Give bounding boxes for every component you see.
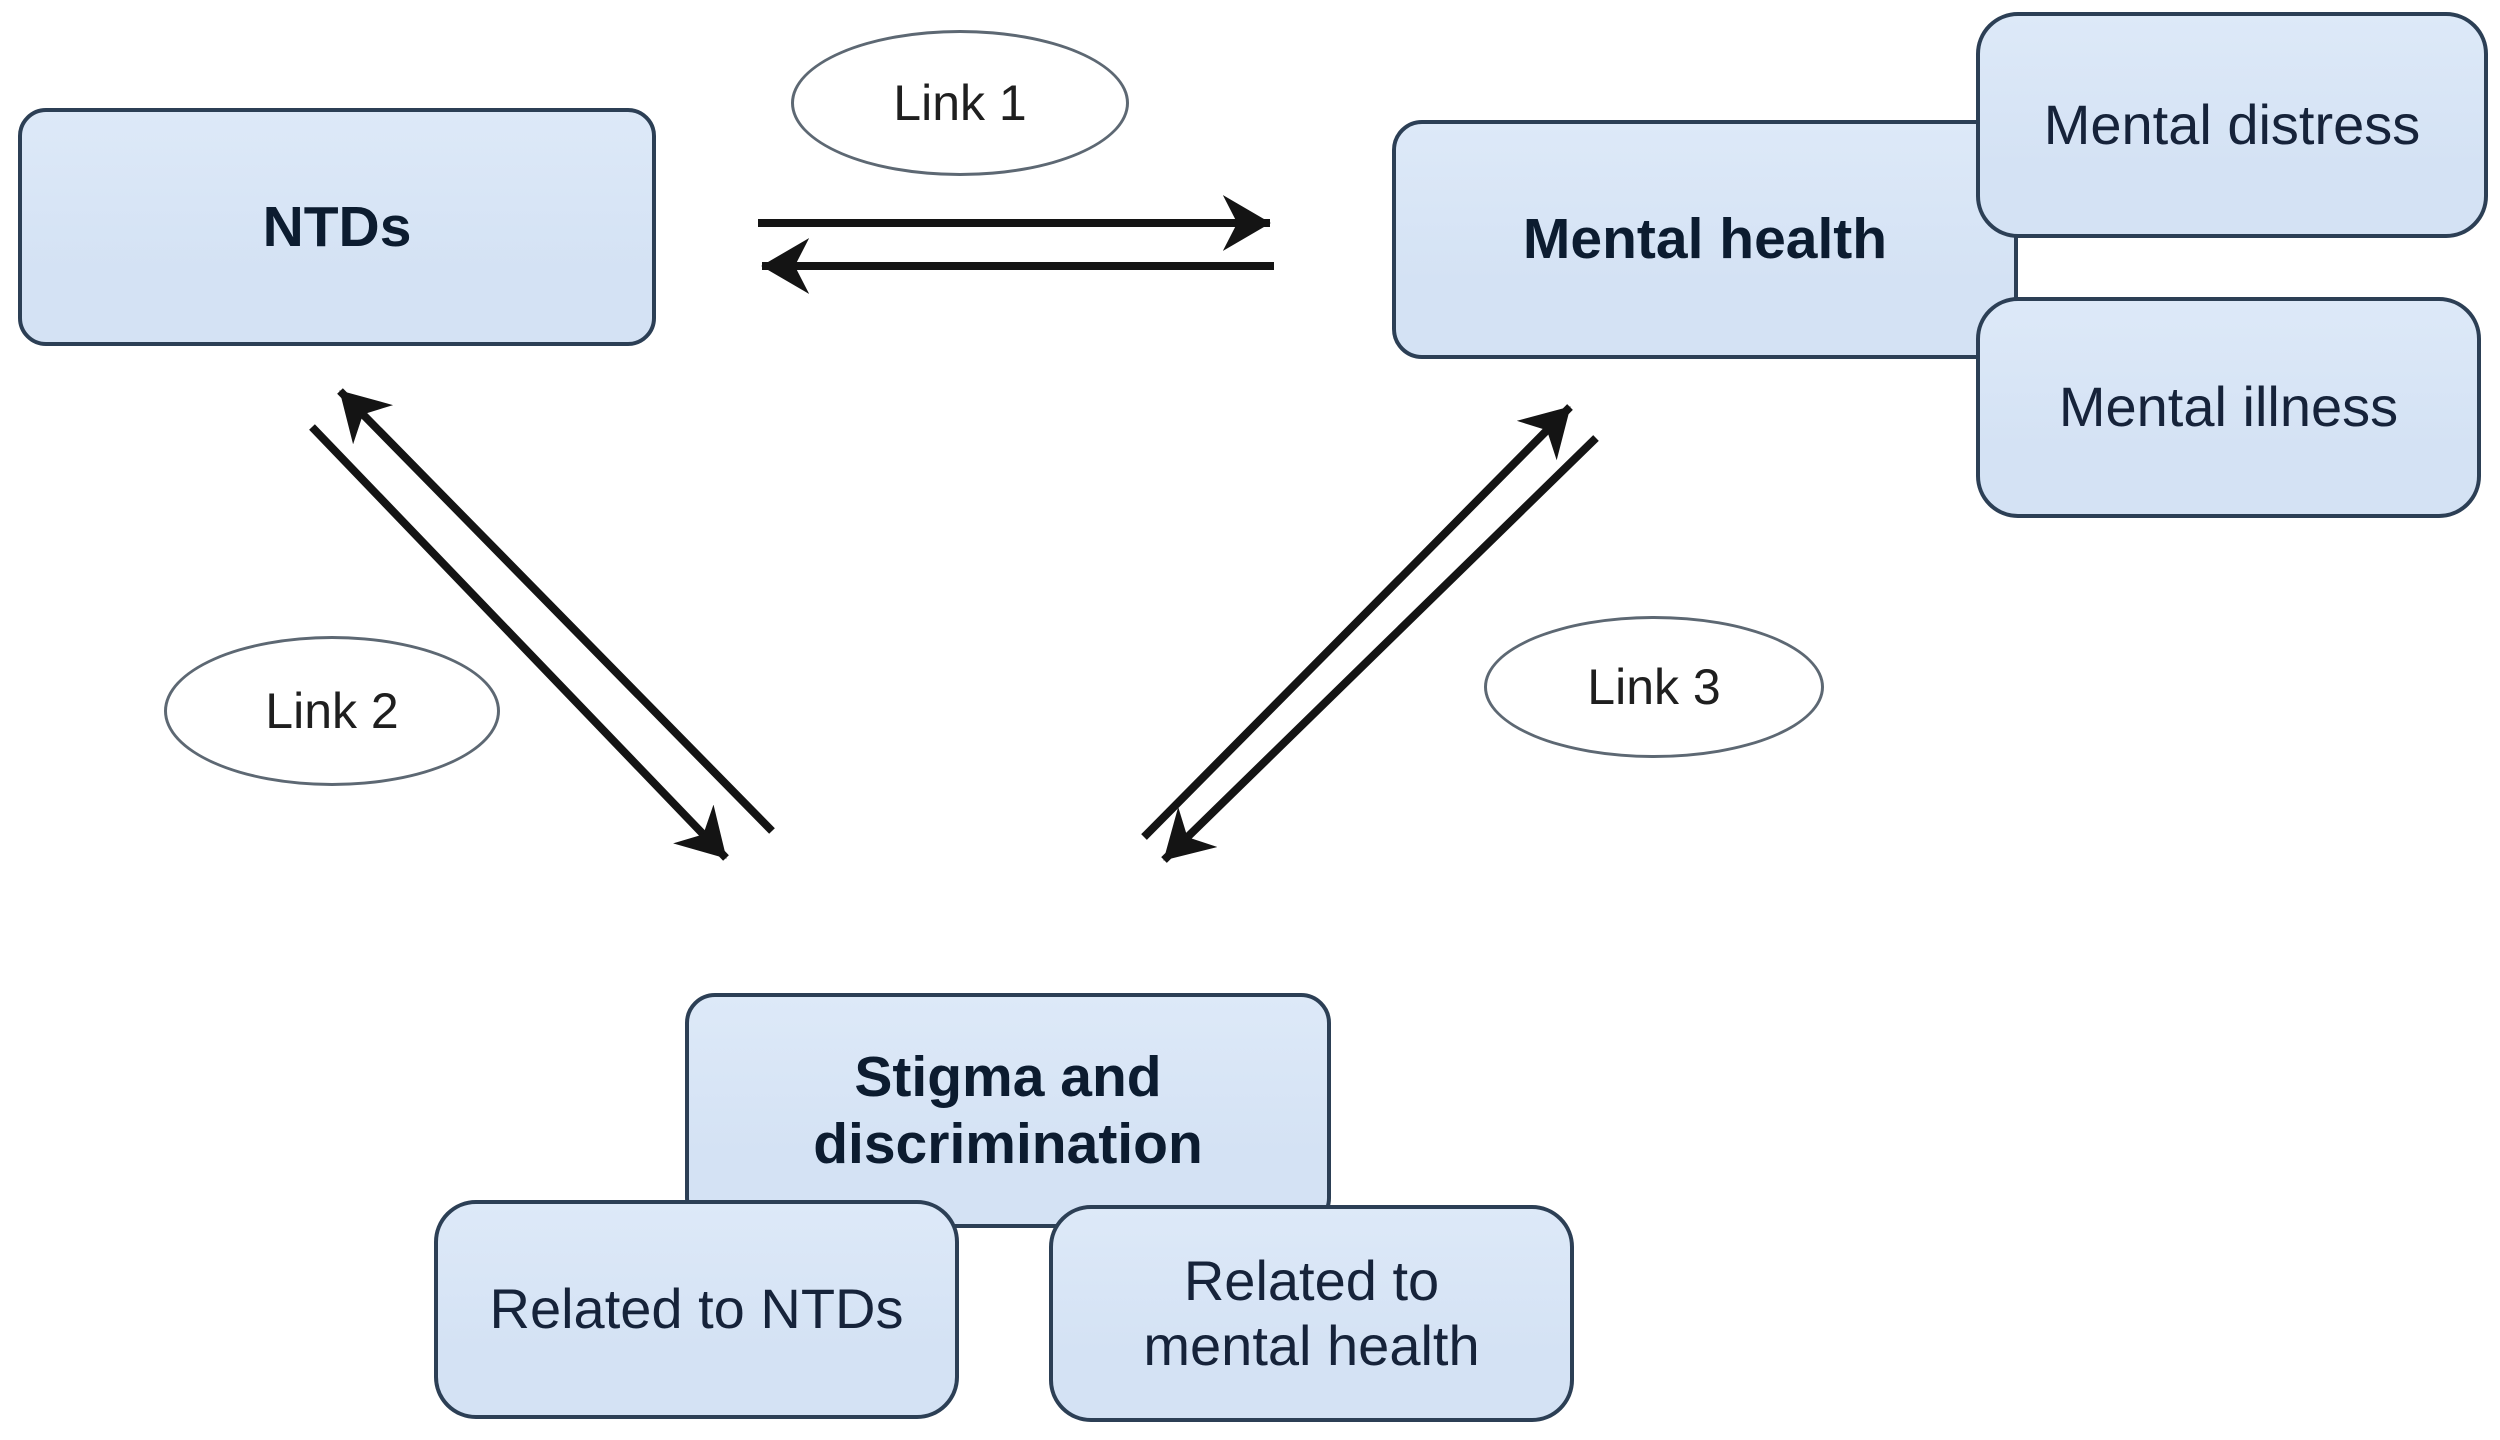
node-ntds-label: NTDs [262, 194, 412, 259]
node-stigma-discrimination: Stigma and discrimination [685, 993, 1331, 1228]
arrow-stigma-to-ntds [337, 388, 775, 834]
node-mental-illness: Mental illness [1976, 297, 2481, 518]
node-related-to-ntds: Related to NTDs [434, 1200, 959, 1419]
node-mental-distress-label: Mental distress [2043, 92, 2421, 156]
node-related-to-ntds-label: Related to NTDs [489, 1277, 904, 1341]
link1-label: Link 1 [893, 75, 1027, 131]
arrow-stigma-to-mentalhealth [1141, 404, 1573, 840]
arrow-mentalhealth-to-stigma [1161, 435, 1599, 863]
node-mental-health-label: Mental health [1522, 207, 1888, 272]
link2-label: Link 2 [265, 683, 399, 739]
node-mental-illness-label: Mental illness [2058, 375, 2399, 439]
link2-ellipse: Link 2 [164, 636, 500, 786]
node-ntds: NTDs [18, 108, 656, 346]
node-related-to-mental-health-label: Related to mental health [1143, 1248, 1480, 1377]
link3-ellipse: Link 3 [1484, 616, 1824, 758]
link1-ellipse: Link 1 [791, 30, 1129, 176]
arrow-ntds-to-stigma [309, 424, 729, 861]
node-mental-distress: Mental distress [1976, 12, 2488, 238]
node-related-to-mental-health: Related to mental health [1049, 1205, 1574, 1422]
node-stigma-discrimination-label: Stigma and discrimination [813, 1045, 1203, 1176]
node-mental-health: Mental health [1392, 120, 2018, 359]
link3-label: Link 3 [1587, 659, 1721, 715]
